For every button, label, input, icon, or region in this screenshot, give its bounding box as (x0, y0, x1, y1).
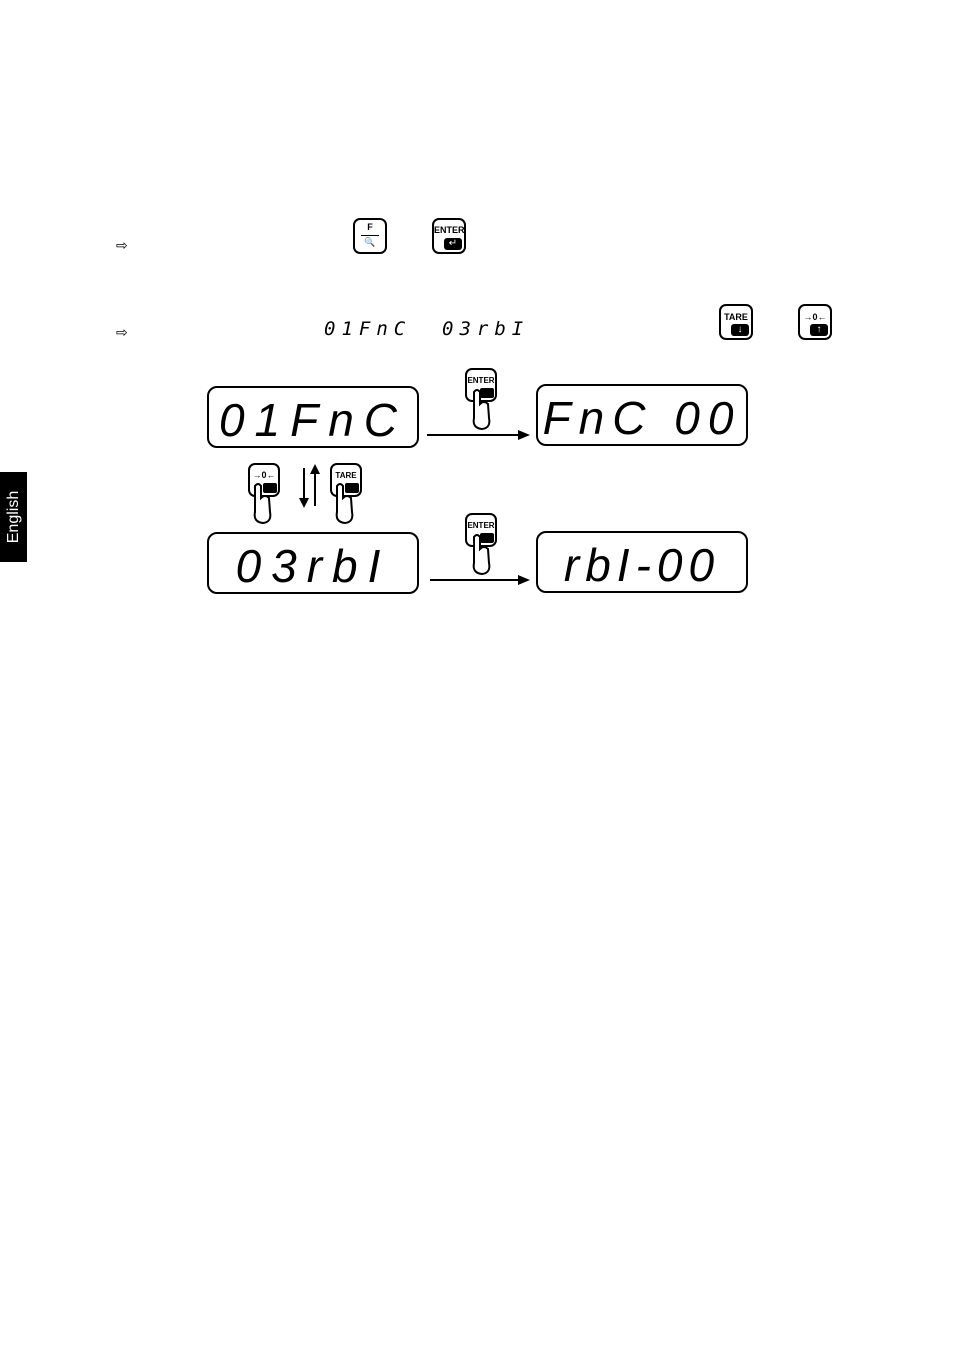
f-key-icon: F 🔍 (353, 218, 387, 254)
arrow-up-head (310, 464, 320, 474)
enter-key-icon: ENTER ↵ (432, 218, 466, 254)
zero-key-icon: →0← ↑ (798, 304, 832, 340)
display-03rbi-text: 03rbI (236, 540, 391, 592)
step1-bullet: ⇨ (116, 237, 128, 253)
inline-lcd-01fnc: 01FnC (324, 318, 412, 340)
tare-key-label: TARE (724, 312, 748, 322)
display-rbi00 (536, 531, 748, 593)
display-01fnc (207, 386, 419, 448)
svg-text:ENTER: ENTER (467, 376, 494, 385)
f-key-top: F (367, 222, 373, 232)
svg-text:ENTER: ENTER (467, 521, 494, 530)
arrow-right-bottom-head (518, 575, 530, 585)
enter-key-arrow: ↵ (444, 238, 462, 250)
tare-key-icon: TARE ↓ (719, 304, 753, 340)
display-fnc00-text: FnC 00 (543, 392, 742, 444)
step2-bullet: ⇨ (116, 324, 128, 340)
language-tab: English (0, 472, 27, 562)
zero-press-icon: →0← (248, 463, 280, 525)
tare-press-icon: TARE (330, 463, 362, 525)
enter-key-label: ENTER (434, 225, 465, 235)
arrow-down-head (299, 498, 309, 508)
enter-press-icon-bottom: ENTER (465, 513, 497, 576)
zero-key-label: →0← (803, 312, 827, 322)
svg-text:TARE: TARE (335, 471, 357, 480)
arrow-right-top-head (518, 430, 530, 440)
inline-lcd-03rbi: 03rbI (442, 318, 530, 340)
display-03rbi (207, 532, 419, 594)
f-key-bottom: 🔍 (364, 237, 376, 247)
tare-key-arrow: ↓ (731, 324, 749, 336)
svg-text:→0←: →0← (252, 470, 275, 480)
display-fnc00 (536, 384, 748, 446)
display-01fnc-text: 01FnC (219, 394, 407, 446)
enter-press-icon-top: ENTER (465, 368, 497, 431)
display-rbi00-text: rbI-00 (564, 539, 720, 591)
zero-key-arrow: ↑ (810, 324, 828, 336)
